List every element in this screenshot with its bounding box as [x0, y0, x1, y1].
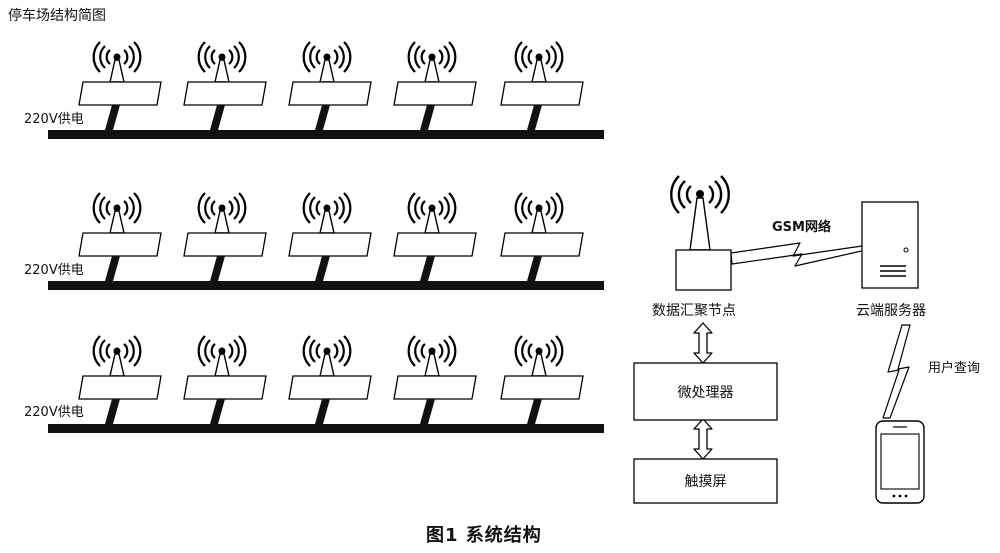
touchscreen-label: 触摸屏 [684, 474, 727, 490]
parking-sensor-node [499, 40, 585, 132]
touchscreen-box [633, 458, 778, 504]
sensor-row-1 [77, 40, 585, 132]
smartphone-icon [875, 420, 925, 504]
parking-sensor-node [392, 334, 478, 426]
power-label-row-3: 220V供电 [24, 405, 84, 420]
parking-sensor-node [77, 191, 163, 283]
server-icon [861, 201, 919, 289]
parking-sensor-node [182, 334, 268, 426]
user-query-link-icon [882, 324, 911, 419]
parking-sensor-node [287, 334, 373, 426]
parking-sensor-node [77, 40, 163, 132]
parking-sensor-node [182, 191, 268, 283]
parking-sensor-node [77, 334, 163, 426]
sensor-row-2 [77, 191, 585, 283]
microprocessor-box [633, 362, 778, 421]
user-query-label: 用户查询 [928, 361, 981, 376]
gsm-link-icon [730, 242, 867, 267]
sensor-row-3 [77, 334, 585, 426]
power-label-row-1: 220V供电 [24, 112, 84, 127]
parking-sensor-node [392, 191, 478, 283]
power-label-row-2: 220V供电 [24, 263, 84, 278]
bidirectional-arrow-icon [693, 418, 713, 460]
cloud-server-label: 云端服务器 [856, 303, 926, 319]
microprocessor-label: 微处理器 [677, 384, 734, 401]
parking-sensor-node [499, 334, 585, 426]
bidirectional-arrow-icon [693, 322, 713, 364]
power-bus-row-1 [48, 130, 604, 139]
parking-sensor-node [287, 40, 373, 132]
antenna-icon [670, 175, 730, 251]
aggregation-node-label: 数据汇聚节点 [652, 303, 736, 319]
gsm-network-label: GSM网络 [772, 220, 831, 235]
aggregation-node [670, 175, 732, 291]
parking-sensor-node [499, 191, 585, 283]
parking-sensor-node [392, 40, 478, 132]
parking-sensor-node [287, 191, 373, 283]
figure-caption: 图1 系统结构 [426, 525, 542, 546]
power-bus-row-3 [48, 424, 604, 433]
diagram-title: 停车场结构简图 [8, 8, 106, 24]
power-bus-row-2 [48, 281, 604, 290]
parking-sensor-node [182, 40, 268, 132]
